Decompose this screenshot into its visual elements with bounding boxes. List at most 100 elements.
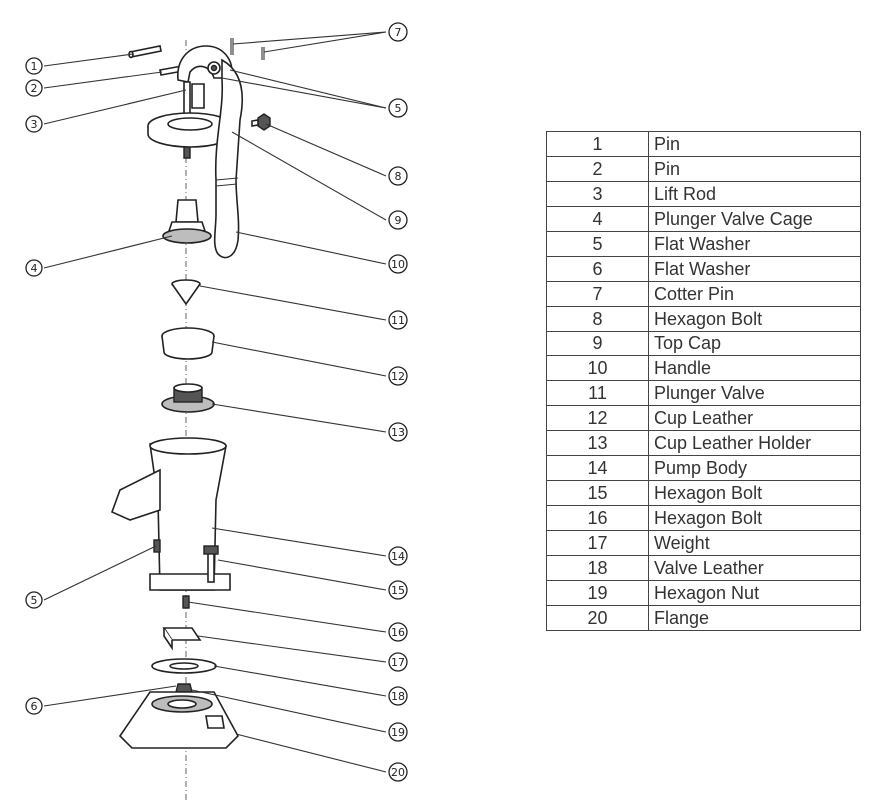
part-name: Pump Body [648,455,861,482]
callout-7: 7 [388,22,408,42]
part-name: Weight [648,530,861,556]
part-number: 12 [546,405,649,432]
part-number: 14 [546,455,649,482]
svg-text:13: 13 [391,426,405,439]
part-number: 9 [546,330,649,357]
svg-text:5: 5 [31,594,38,607]
callout-16: 16 [388,622,408,642]
part-name: Hexagon Bolt [648,480,861,507]
svg-text:12: 12 [391,370,405,383]
part-number: 18 [546,554,649,581]
callout-6: 6 [25,697,43,715]
svg-text:1: 1 [31,60,38,73]
part-plunger-valve [171,279,201,306]
callout-11: 11 [388,310,408,330]
part-number: 11 [546,380,649,407]
part-name: Hexagon Nut [648,579,861,606]
svg-text:14: 14 [391,550,405,563]
svg-text:9: 9 [395,214,402,227]
svg-text:20: 20 [391,766,405,779]
part-cup-leather [161,327,215,360]
callout-5-left: 5 [25,591,43,609]
part-name: Cup Leather Holder [648,430,861,457]
part-name: Valve Leather [648,554,861,581]
part-number: 1 [546,131,649,157]
part-name: Plunger Valve Cage [648,205,861,232]
svg-text:5: 5 [395,102,402,115]
part-name: Cup Leather [648,405,861,432]
svg-text:11: 11 [391,314,405,327]
part-hexagon-nut [175,683,193,693]
part-name: Cotter Pin [648,280,861,307]
callout-18: 18 [388,686,408,706]
callout-9: 9 [388,210,408,230]
part-number: 7 [546,280,649,307]
part-name: Hexagon Bolt [648,505,861,531]
callout-10: 10 [388,254,408,274]
part-hexagon-bolt-8 [251,113,271,131]
part-cotter-pin [230,38,265,60]
svg-text:4: 4 [31,262,38,275]
part-hexagon-bolt-15 [203,545,219,583]
part-number: 5 [546,230,649,257]
part-name: Lift Rod [648,180,861,207]
part-valve-leather [151,658,217,674]
callout-19: 19 [388,722,408,742]
svg-text:17: 17 [391,656,405,669]
callout-17: 17 [388,652,408,672]
part-lift-rod-head [177,45,233,109]
callout-14: 14 [388,546,408,566]
part-number: 15 [546,480,649,507]
part-cup-leather-holder [161,383,215,413]
part-number: 19 [546,579,649,606]
leader-lines [43,31,387,773]
svg-text:18: 18 [391,690,405,703]
callout-1: 1 [25,57,43,75]
part-number: 16 [546,505,649,531]
part-number: 10 [546,355,649,382]
callout-12: 12 [388,366,408,386]
part-plunger-valve-cage [162,199,212,244]
part-name: Top Cap [648,330,861,357]
callout-3: 3 [25,115,43,133]
part-number: 13 [546,430,649,457]
svg-text:6: 6 [31,700,38,713]
part-name: Plunger Valve [648,380,861,407]
svg-text:7: 7 [395,26,402,39]
svg-text:19: 19 [391,726,405,739]
callout-8: 8 [388,166,408,186]
part-name: Flat Washer [648,230,861,257]
svg-text:16: 16 [391,626,405,639]
callout-4: 4 [25,259,43,277]
part-flange [118,691,239,749]
part-number: 4 [546,205,649,232]
part-name: Pin [648,131,861,157]
exploded-pump-diagram: 1 2 3 4 5 6 7 5 8 9 10 11 [25,22,408,800]
svg-text:3: 3 [31,118,38,131]
callout-13: 13 [388,422,408,442]
callout-5-right: 5 [388,98,408,118]
svg-text:10: 10 [391,258,405,271]
callout-2: 2 [25,79,43,97]
part-number: 8 [546,305,649,332]
part-flat-washer-5 [153,539,161,553]
part-name: Hexagon Bolt [648,305,861,332]
